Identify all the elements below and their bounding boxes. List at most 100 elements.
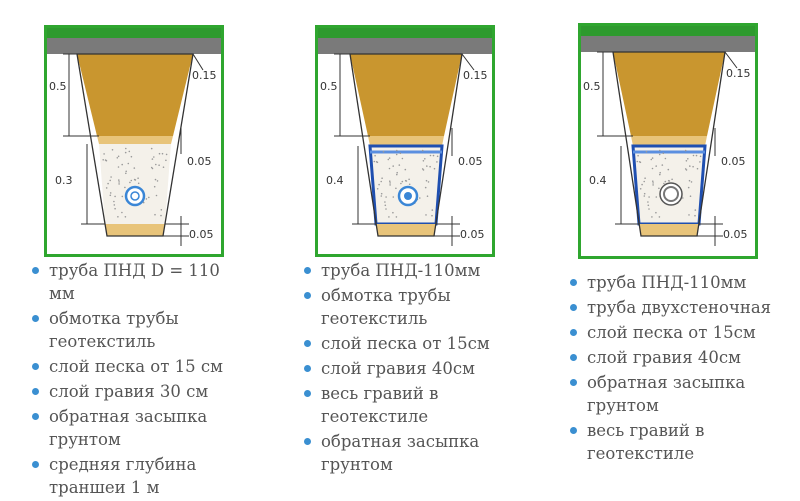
gravel-dot [638, 161, 641, 163]
gravel-dot [424, 158, 426, 160]
gravel-dot [690, 181, 693, 183]
gravel-dot [429, 154, 432, 157]
gravel-dot [436, 161, 438, 163]
gravel-dot [684, 149, 687, 152]
note-item: труба ПНД-110мм [566, 271, 798, 294]
gravel-dot [124, 216, 127, 218]
dim-label-sand-mid: 0.05 [187, 155, 212, 168]
gravel-dot [421, 149, 424, 152]
gravel-dot [433, 167, 436, 170]
grass-layer [581, 26, 755, 36]
dim-line-side [724, 51, 738, 69]
gravel-dot [401, 157, 404, 160]
road-layer [318, 38, 492, 54]
dim-label-top-side: 0.15 [463, 69, 488, 82]
gravel-dot [116, 157, 119, 159]
gravel-dot [664, 157, 667, 160]
gravel-dot [145, 198, 148, 200]
dim-label-top-height: 0.5 [49, 80, 67, 93]
dim-label-gravel-height: 0.4 [326, 174, 344, 187]
note-item: труба ПНД D = 110 мм [28, 259, 243, 305]
gravel-dot [647, 201, 649, 203]
note-item: весь гравий в геотекстиле [300, 382, 515, 428]
gravel-dot [655, 196, 658, 198]
notes-list-1: труба ПНД D = 110 мм обмотка трубы геоте… [28, 259, 243, 501]
gravel-dot [109, 192, 112, 194]
gravel-dot [110, 176, 112, 178]
double-wall-pipe-inner-icon [663, 186, 679, 202]
gravel-dot [151, 158, 154, 160]
gravel-dot [644, 177, 646, 179]
trench-diagram-3: 0.5 0.15 0.05 0.4 0.05 [578, 23, 758, 259]
gravel-dot [687, 158, 689, 160]
gravel-dot [113, 200, 115, 203]
gravel-dot [158, 164, 160, 166]
dim-label-top-height: 0.5 [320, 80, 338, 93]
gravel-dot [385, 196, 387, 198]
gravel-dot [384, 204, 387, 207]
gravel-dot [392, 165, 394, 167]
gravel-dot [655, 165, 657, 167]
note-item: труба ПНД-110мм [300, 259, 515, 282]
gravel-dot [655, 211, 657, 214]
pipe-core-icon [130, 191, 140, 201]
gravel-dot [389, 180, 391, 182]
gravel-dot [161, 152, 164, 155]
gravel-dot [404, 168, 407, 171]
note-item: обратная засыпка грунтом [300, 430, 515, 476]
gravel-dot [155, 163, 157, 166]
note-item: обратная засыпка грунтом [566, 371, 798, 417]
gravel-dot [384, 201, 386, 203]
dim-label-sand-bottom: 0.05 [189, 228, 214, 241]
gravel-dot [387, 158, 390, 161]
gravel-dot [694, 209, 697, 211]
note-item: слой песка от 15 см [28, 355, 243, 378]
gravel-dot [111, 149, 114, 151]
gravel-dot [103, 153, 105, 155]
gravel-dot [373, 160, 376, 163]
gravel-dot [419, 197, 421, 199]
gravel-dot [637, 154, 639, 157]
gravel-dot [651, 216, 653, 218]
gravel-dot [426, 195, 429, 197]
gravel-dot [160, 209, 163, 211]
dim-label-top-side: 0.15 [726, 67, 751, 80]
road-layer [47, 38, 221, 54]
gravel-dot [165, 153, 168, 156]
gravel-dot [388, 157, 391, 159]
sand-layer-mid [368, 136, 444, 146]
dim-label-sand-mid: 0.05 [458, 155, 483, 168]
gravel-layer [99, 144, 171, 224]
gravel-dot [133, 178, 136, 181]
gravel-dot [639, 188, 642, 190]
gravel-dot [671, 178, 673, 181]
gravel-dot [153, 156, 155, 158]
grass-layer [47, 28, 221, 38]
trench-svg-2: 0.5 0.15 0.05 0.4 0.05 [318, 28, 492, 246]
gravel-dot [114, 195, 116, 198]
gravel-dot [118, 181, 120, 183]
note-item: обмотка трубы геотекстиль [300, 284, 515, 330]
gravel-dot [432, 154, 435, 157]
gravel-dot [424, 186, 427, 189]
gravel-dot [400, 182, 402, 185]
gravel-dot [421, 168, 424, 170]
gravel-dot [113, 204, 116, 206]
gravel-dot [652, 182, 654, 184]
gravel-dot [699, 155, 702, 158]
gravel-dot [156, 180, 159, 182]
gravel-dot [395, 153, 398, 156]
note-item: обратная засыпка грунтом [28, 405, 243, 451]
road-layer [581, 36, 755, 52]
gravel-dot [696, 167, 699, 170]
gravel-dot [380, 180, 382, 183]
gravel-dot [647, 204, 650, 207]
gravel-dot [692, 154, 695, 157]
gravel-dot [650, 158, 653, 161]
sand-layer-mid [97, 136, 173, 144]
gravel-dot [380, 195, 383, 197]
gravel-dot [114, 207, 116, 210]
gravel-dot [422, 160, 425, 162]
gravel-dot [375, 161, 378, 163]
gravel-dot [118, 179, 120, 181]
